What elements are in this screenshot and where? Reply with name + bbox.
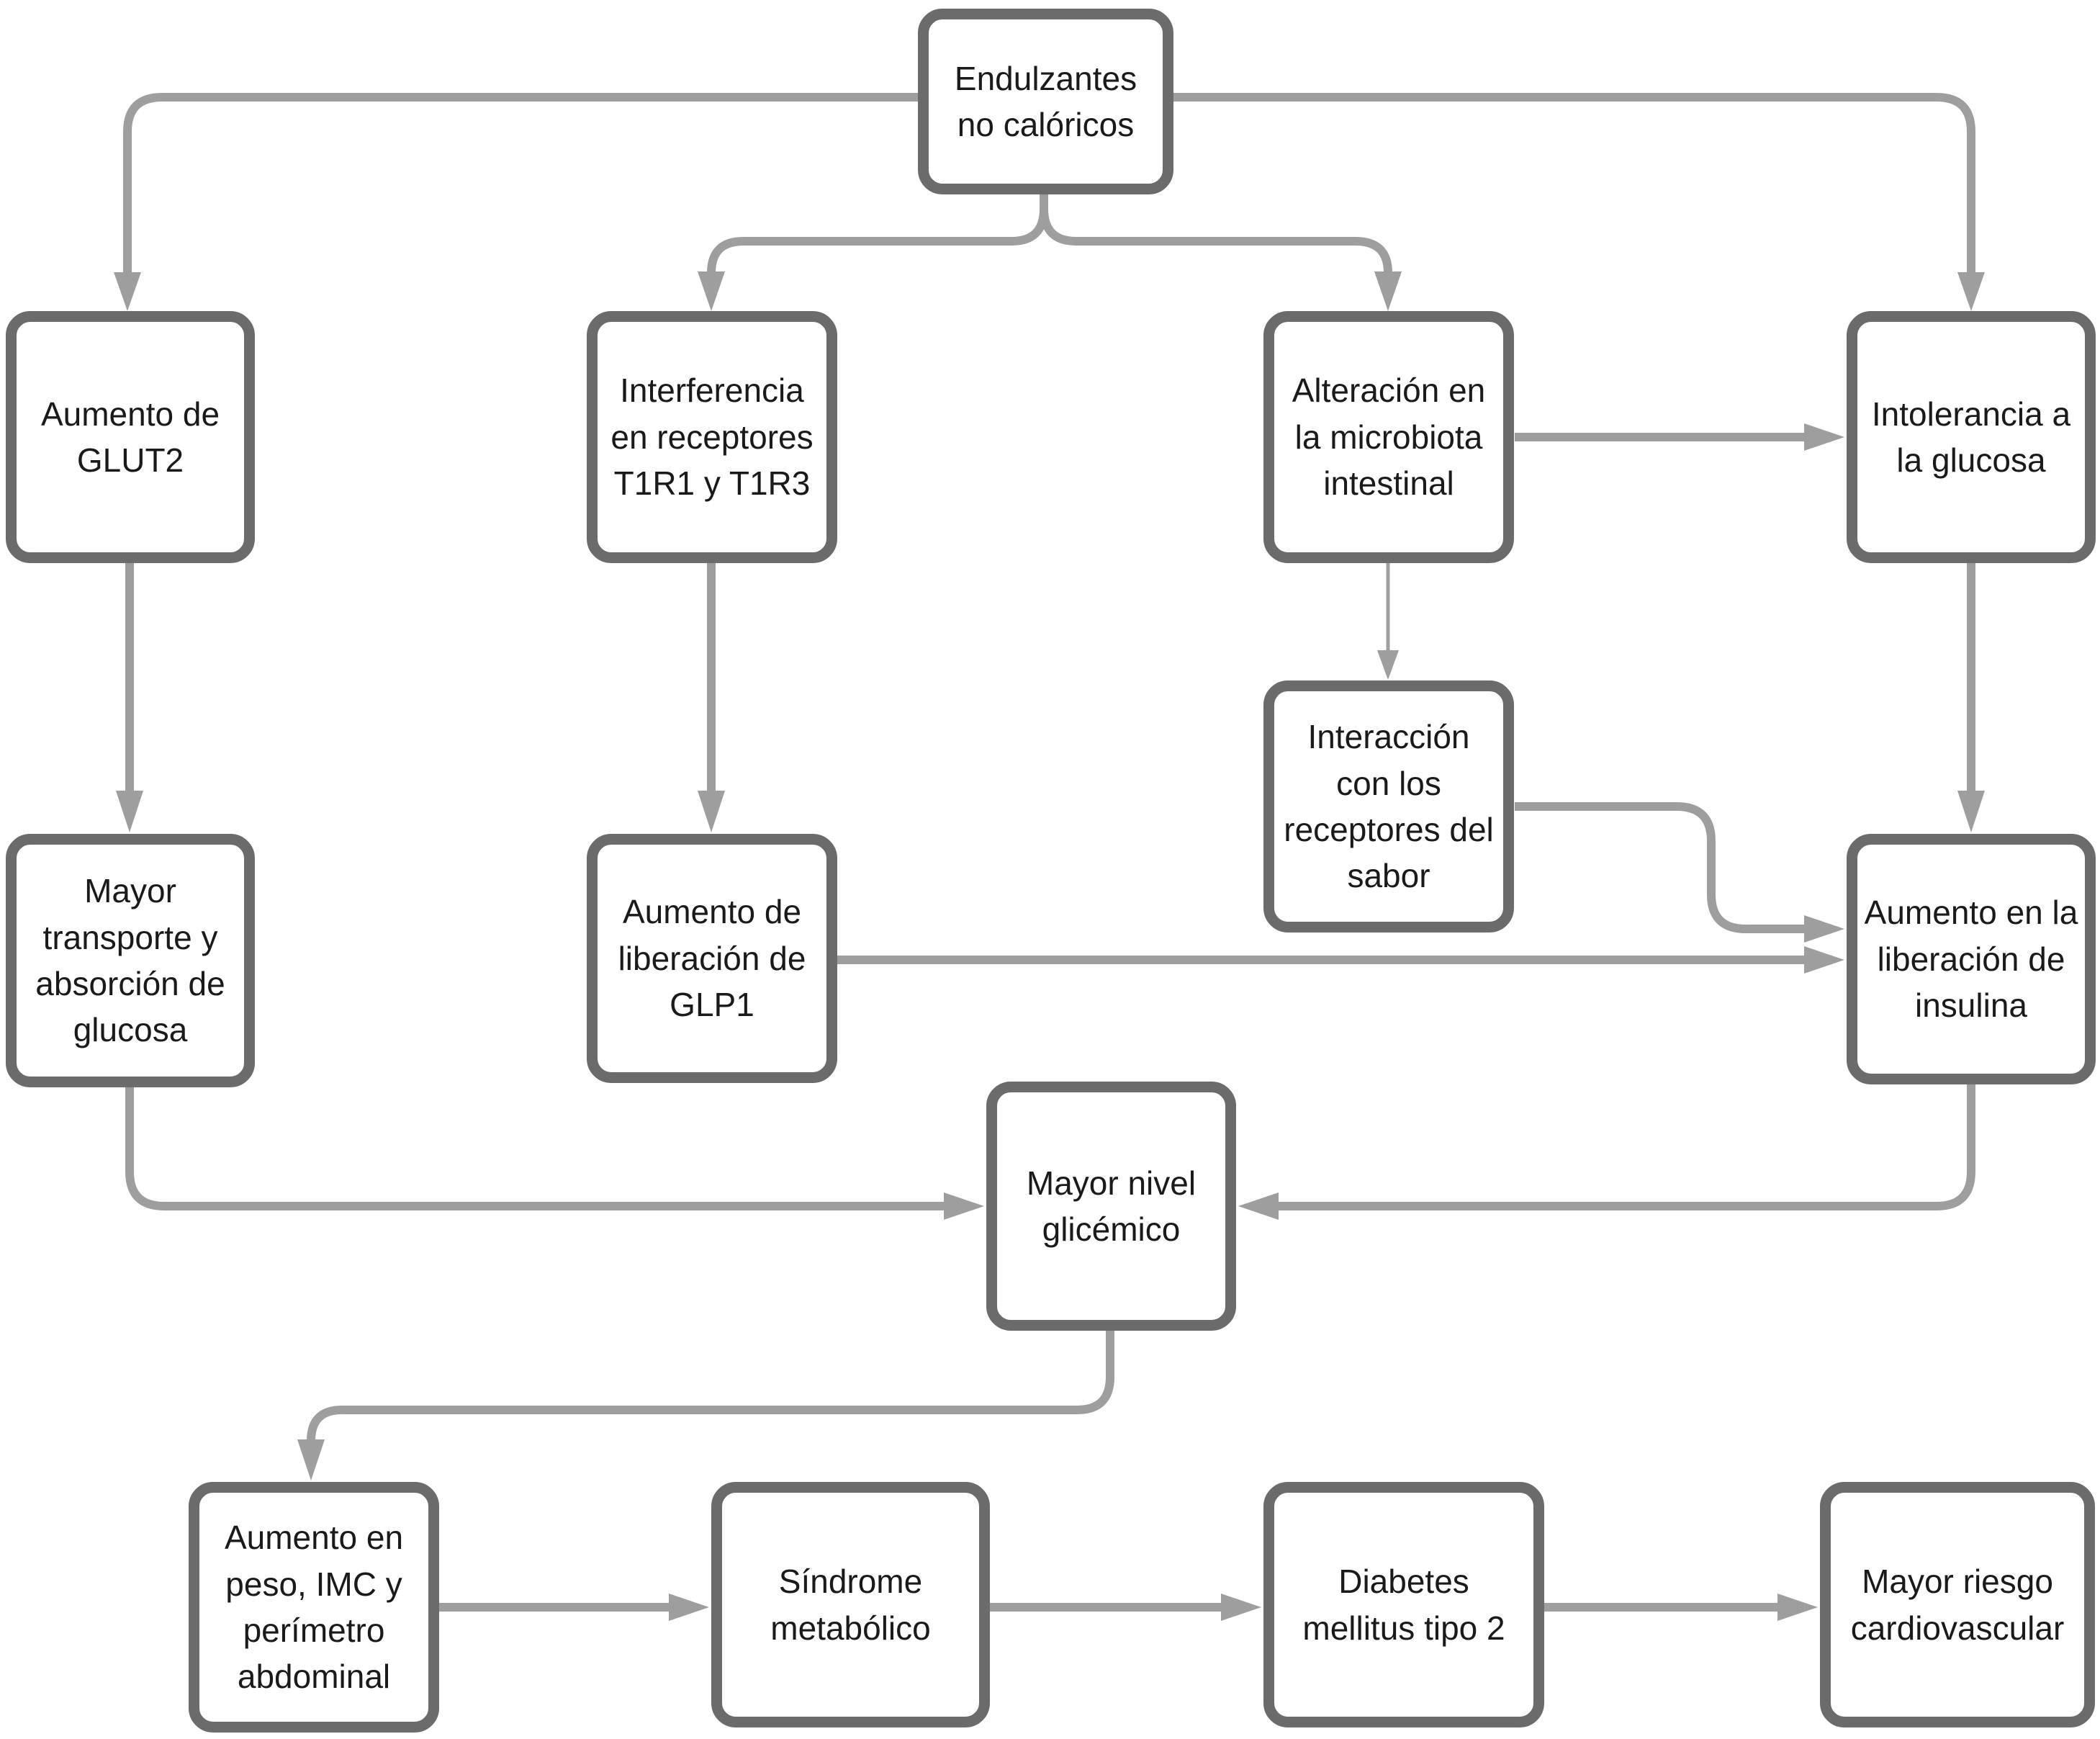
edge-alteracion-interaccion <box>1377 563 1399 680</box>
node-intolerancia-a-la-glucosa: Intolerancia a la glucosa <box>1847 311 2096 563</box>
edge-insulina-glicemico <box>1238 1084 1975 1220</box>
edge-peso-sindrome <box>439 1594 709 1621</box>
node-endulzantes-no-caloricos: Endulzantes no calóricos <box>918 9 1173 194</box>
edge-endulzantes-alteracion <box>1040 193 1402 311</box>
edge-sindrome-diabetes <box>990 1594 1261 1621</box>
node-diabetes-mellitus-tipo-2: Diabetes mellitus tipo 2 <box>1263 1482 1544 1727</box>
edge-endulzantes-interferencia <box>698 193 1048 311</box>
node-mayor-riesgo-cardiovascular: Mayor riesgo cardiovascular <box>1820 1482 2095 1727</box>
node-alteracion-microbiota-intestinal: Alteración en la microbiota intestinal <box>1263 311 1514 563</box>
edge-glicemico-peso <box>297 1331 1114 1480</box>
edge-endulzantes-glut2 <box>114 93 918 311</box>
edge-diabetes-riesgo <box>1544 1594 1818 1621</box>
edge-intolerancia-insulina <box>1957 563 1985 832</box>
node-mayor-nivel-glicemico: Mayor nivel glicémico <box>986 1082 1236 1331</box>
edge-interaccion-insulina <box>1515 802 1844 943</box>
node-interaccion-receptores-del-sabor: Interacción con los receptores del sabor <box>1263 680 1514 933</box>
node-interferencia-receptores-t1r1-t1r3: Interferencia en receptores T1R1 y T1R3 <box>587 311 837 563</box>
edge-glut2-transporte <box>116 563 143 832</box>
edge-endulzantes-intolerancia <box>1173 93 1985 311</box>
edge-transporte-glicemico <box>125 1087 984 1220</box>
edge-interferencia-glp1 <box>698 563 725 832</box>
node-sindrome-metabolico: Síndrome metabólico <box>711 1482 990 1727</box>
edge-alteracion-intolerancia <box>1515 423 1844 451</box>
node-aumento-de-glut2: Aumento de GLUT2 <box>6 311 255 563</box>
node-aumento-liberacion-insulina: Aumento en la liberación de insulina <box>1847 834 2096 1084</box>
edge-glp1-insulina <box>837 946 1844 974</box>
node-aumento-liberacion-glp1: Aumento de liberación de GLP1 <box>587 834 837 1083</box>
node-mayor-transporte-absorcion-glucosa: Mayor transporte y absorción de glucosa <box>6 834 255 1087</box>
node-aumento-peso-imc-perimetro: Aumento en peso, IMC y perímetro abdomin… <box>189 1482 439 1733</box>
